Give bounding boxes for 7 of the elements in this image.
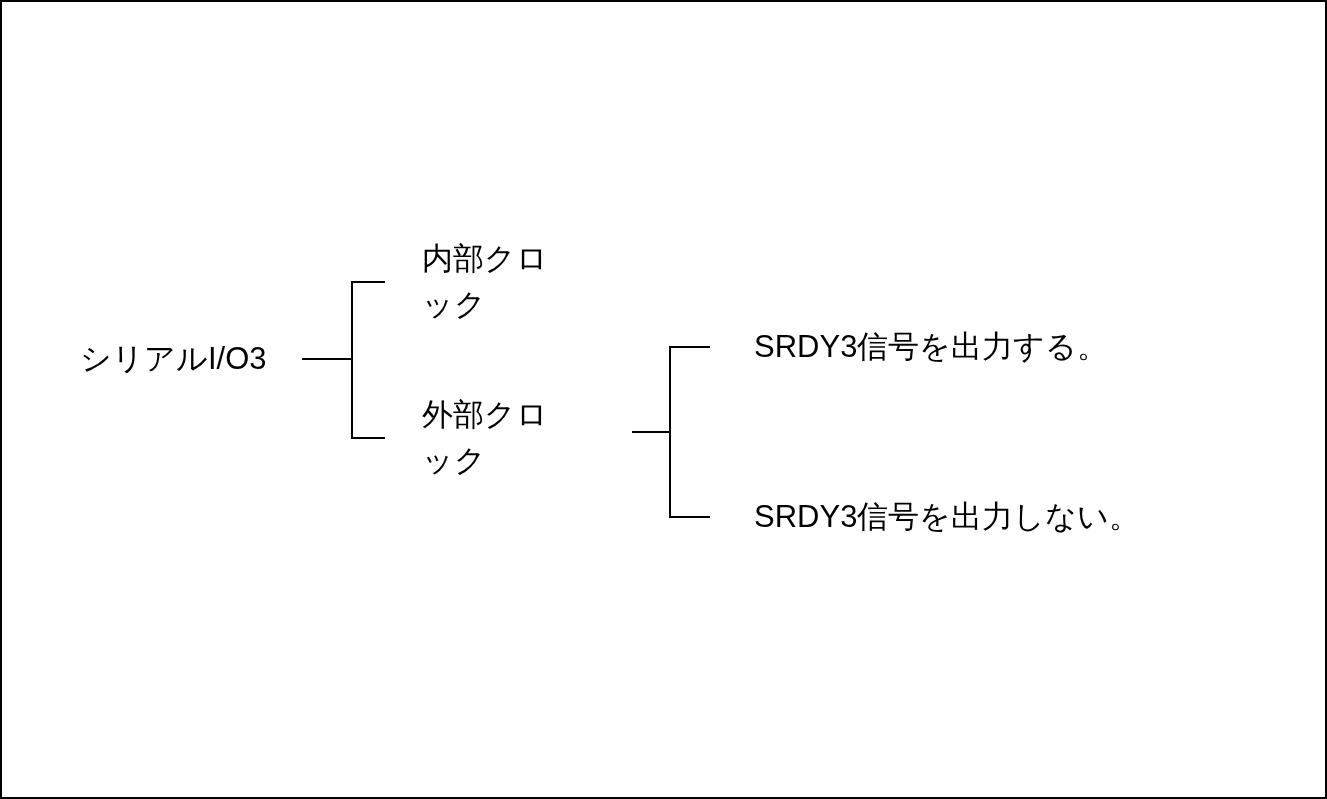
signal-label: SRDY3信号を出力しない。 bbox=[754, 494, 1141, 540]
bracket-line bbox=[301, 358, 386, 439]
root-label: シリアルI/O3 bbox=[80, 340, 267, 378]
option-label: 内部クロック bbox=[422, 240, 549, 324]
signal-label: SRDY3信号を出力する。 bbox=[754, 324, 1109, 370]
option-label: 外部クロック bbox=[422, 396, 549, 480]
bracket-line bbox=[631, 431, 711, 518]
